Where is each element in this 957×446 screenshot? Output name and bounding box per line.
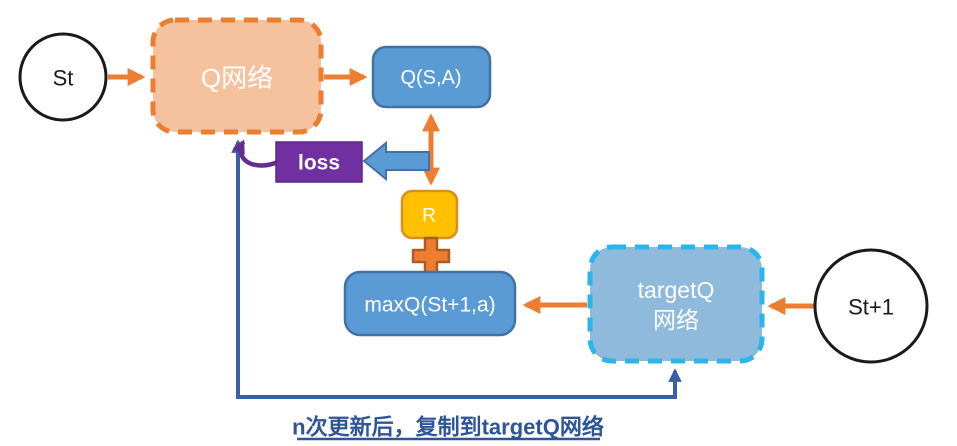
maxq-node	[343, 270, 517, 337]
reward-label: R	[422, 206, 436, 227]
state-st1-label: St+1	[848, 295, 894, 320]
q-network-label: Q网络	[201, 63, 273, 93]
loss-feedback-arrow	[232, 139, 279, 168]
qsa-node	[371, 45, 492, 109]
block-arrow-to-loss	[362, 140, 430, 182]
maxq-label: maxQ(St+1,a)	[364, 294, 495, 317]
copy-weights-path	[231, 139, 682, 399]
state-st1-node	[813, 248, 929, 364]
state-st-label: St	[53, 66, 74, 91]
update-note: n次更新后，复制到targetQ网络	[292, 415, 604, 440]
targetq-network-node	[587, 244, 765, 364]
plus-icon	[411, 236, 451, 276]
loss-label: loss	[298, 152, 340, 175]
q-network-node	[150, 17, 324, 135]
qsa-label: Q(S,A)	[400, 67, 461, 89]
targetq-label-line2: 网络	[653, 307, 699, 333]
loss-node	[275, 141, 363, 183]
targetq-label-line1: targetQ	[638, 277, 715, 303]
state-st-node	[18, 32, 108, 122]
